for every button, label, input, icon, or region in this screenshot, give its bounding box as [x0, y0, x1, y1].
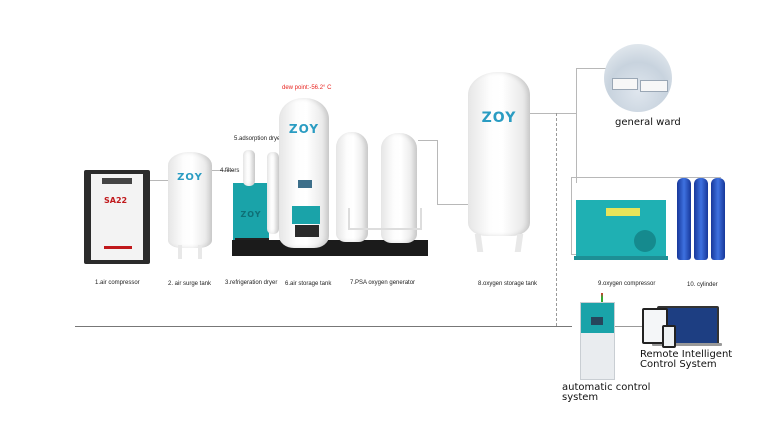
control-signal-dashed-line	[556, 113, 557, 326]
oxygen-storage-tank	[468, 72, 530, 236]
remote-control-label: Remote Intelligent Control System	[640, 349, 733, 370]
oxygen-compressor	[576, 200, 666, 258]
label-air-compressor: 1.air compressor	[95, 280, 140, 286]
control-panel-front	[292, 206, 320, 224]
label-oxygen-storage-tank: 8.oxygen storage tank	[478, 281, 538, 287]
dew-point-annotation: dew point:-56.2° C	[282, 85, 332, 91]
label-air-storage-tank: 6.air storage tank	[285, 281, 332, 287]
label-refrigeration-dryer: 3.refrigeration dryer	[225, 280, 278, 286]
skid-base	[232, 240, 428, 256]
smartphone	[662, 325, 676, 348]
signal-light	[601, 293, 603, 302]
pipe-to-ward	[576, 68, 606, 69]
pipe-to-cylinders	[571, 177, 721, 178]
pipe-control-remote	[615, 326, 643, 327]
compressor-model: SA22	[104, 196, 128, 205]
adsorption-dryer-left	[243, 150, 255, 186]
label-filters: 4.filters	[220, 168, 240, 174]
pipe-generator-o2tank-v	[437, 140, 438, 204]
label-oxygen-compressor: 9.oxygen compressor	[598, 281, 656, 287]
pipe-compressor-surge	[150, 180, 178, 181]
label-air-surge-tank: 2. air surge tank	[168, 281, 212, 287]
label-psa-oxygen-generator: 7.PSA oxygen generator	[350, 280, 416, 286]
adsorption-dryer-right	[267, 152, 279, 234]
pipe-surge-dryer	[210, 170, 234, 171]
oxygen-cylinder-3	[711, 178, 725, 260]
automatic-control-label: automatic control system	[562, 382, 651, 403]
general-ward-image	[604, 44, 672, 112]
pipe-generator-o2tank-h	[437, 204, 469, 205]
air-surge-tank	[168, 152, 212, 248]
air-compressor: SA22	[84, 170, 150, 264]
pipe-generator-o2tank	[418, 140, 438, 141]
pipe-compressor-box-left	[571, 177, 572, 255]
control-cabinet	[580, 302, 615, 380]
refrigeration-dryer	[233, 183, 269, 241]
psa-tower-a	[336, 132, 368, 242]
brand-logo: ZOY	[177, 172, 203, 183]
pipe-branch-vertical	[576, 68, 577, 183]
control-bus-line	[75, 326, 572, 327]
label-cylinder: 10. cylinder	[687, 282, 718, 288]
general-ward-label: general ward	[615, 117, 681, 128]
oxygen-cylinder-2	[694, 178, 708, 260]
pipe-o2tank-branch	[527, 113, 577, 114]
oxygen-cylinder-1	[677, 178, 691, 260]
psa-tower-b	[381, 133, 417, 243]
label-adsorption-dryer: 5.adsorption dryer	[234, 136, 283, 142]
